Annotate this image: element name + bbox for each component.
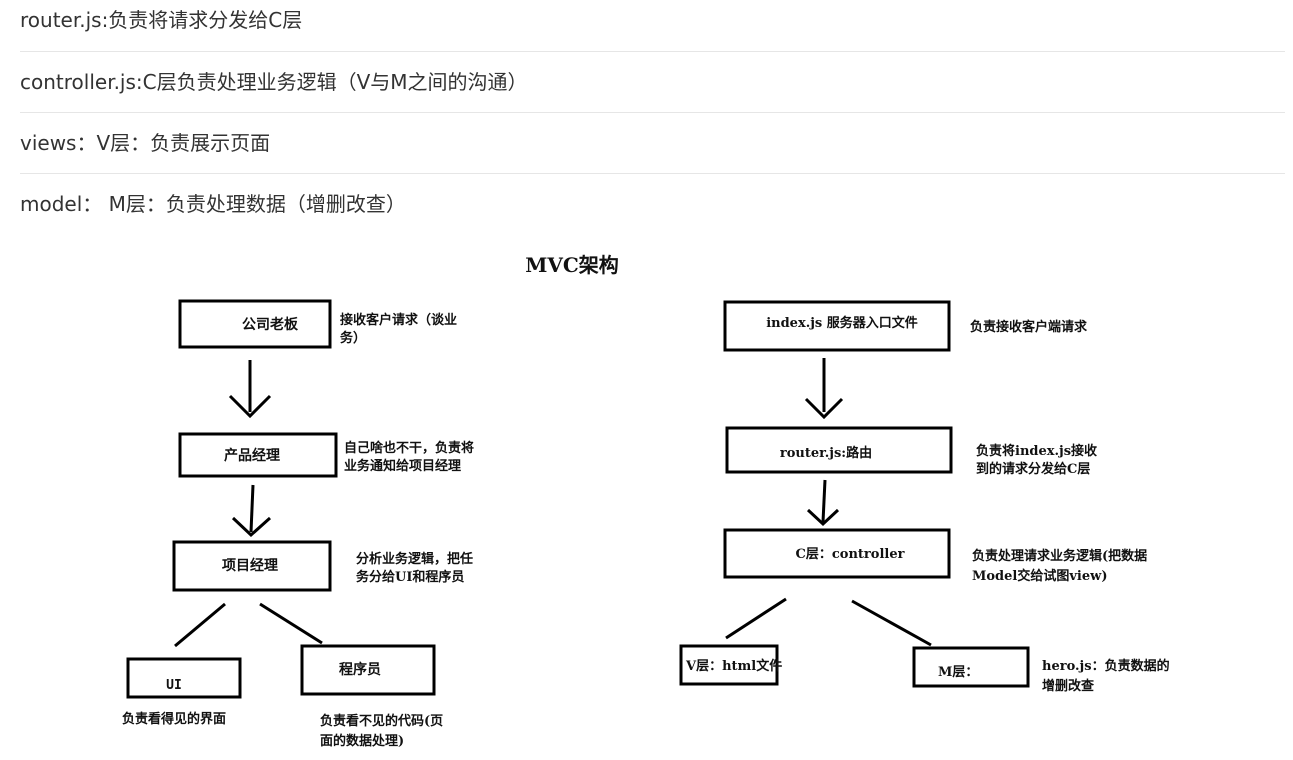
arrow-pm-proj-head xyxy=(231,516,272,538)
router-note-1: 负责将index.js接收 xyxy=(976,443,1098,459)
box-v-label: V层：html文件 xyxy=(685,658,782,674)
arrow-pm-proj-shaft xyxy=(249,484,255,533)
box-index xyxy=(723,300,951,352)
line-proj-ui xyxy=(174,602,226,648)
doc-line-controller: controller.js:C层负责处理业务逻辑（V与M之间的沟通） xyxy=(20,52,1285,113)
controller-note-2: Model交给试图view) xyxy=(972,568,1107,584)
line-proj-dev xyxy=(259,602,323,645)
mvc-diagram: MVC架构 公司老板 接收客户请求（谈业 务） 产品经理 自己啥也不干，负责将 … xyxy=(0,230,1293,755)
box-v xyxy=(679,644,779,686)
m-note-2: 增删改查 xyxy=(1042,678,1095,694)
arrow-index-router-head xyxy=(804,397,844,420)
doc-line-model: model： M层：负责处理数据（增删改查） xyxy=(20,192,406,216)
box-pm xyxy=(178,432,338,478)
boss-note-2: 务） xyxy=(340,330,366,346)
box-pm-label: 产品经理 xyxy=(224,447,280,464)
proj-note-2: 务分给UI和程序员 xyxy=(356,569,464,585)
controller-note-1: 负责处理请求业务逻辑(把数据 xyxy=(972,548,1147,564)
mvc-diagram-svg: MVC架构 公司老板 接收客户请求（谈业 务） 产品经理 自己啥也不干，负责将 … xyxy=(122,253,1170,749)
arrow-router-c-head xyxy=(806,508,840,527)
dev-note-1: 负责看不见的代码(页 xyxy=(320,713,443,729)
pm-note-2: 业务通知给项目经理 xyxy=(344,458,461,474)
router-note-2: 到的请求分发给C层 xyxy=(976,461,1090,477)
ui-note: 负责看得见的界面 xyxy=(122,711,226,727)
doc-line-views: views：V层：负责展示页面 xyxy=(20,113,1285,174)
box-m xyxy=(912,646,1030,688)
proj-note-1: 分析业务逻辑，把任 xyxy=(356,551,473,567)
box-ui-label: UI xyxy=(166,678,182,693)
line-c-v xyxy=(725,597,787,640)
box-dev xyxy=(300,644,436,696)
box-controller-label: C层：controller xyxy=(796,547,905,562)
dev-note-2: 面的数据处理) xyxy=(320,733,404,749)
box-boss-label: 公司老板 xyxy=(242,316,299,333)
box-dev-label: 程序员 xyxy=(339,661,381,678)
doc-line-router: router.js:负责将请求分发给C层 xyxy=(20,0,1285,52)
box-boss xyxy=(178,299,332,349)
box-m-label: M层： xyxy=(938,665,978,680)
arrow-router-c-shaft xyxy=(821,479,827,523)
index-note: 负责接收客户端请求 xyxy=(970,319,1088,335)
line-c-m xyxy=(851,599,932,647)
arrow-boss-pm-head xyxy=(228,394,272,419)
box-index-label: index.js 服务器入口文件 xyxy=(766,315,918,331)
box-proj xyxy=(172,540,332,592)
boss-note-1: 接收客户请求（谈业 xyxy=(340,312,457,328)
pm-note-1: 自己啥也不干，负责将 xyxy=(344,440,474,456)
box-router-label: router.js:路由 xyxy=(780,445,872,461)
box-proj-label: 项目经理 xyxy=(222,557,278,574)
box-router xyxy=(725,426,953,474)
box-controller xyxy=(723,528,951,579)
diagram-title: MVC架构 xyxy=(525,253,619,277)
m-note-1: hero.js：负责数据的 xyxy=(1042,658,1170,674)
box-ui xyxy=(126,657,242,699)
